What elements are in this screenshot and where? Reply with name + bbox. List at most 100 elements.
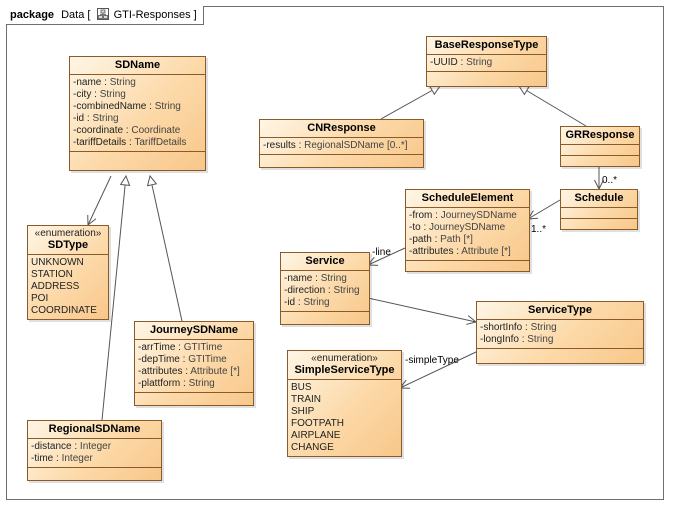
attribute-name: -time xyxy=(31,453,54,464)
multiplicity-schedules: 0..* xyxy=(602,175,618,186)
class-name: BaseResponseType xyxy=(434,39,539,51)
attribute-row: -arrTime : GTITime xyxy=(138,342,223,353)
attribute-compartment: -arrTime : GTITime-depTime : GTITime-att… xyxy=(135,340,253,393)
class-sdname[interactable]: SDName -name : String-city : String-comb… xyxy=(69,56,206,171)
class-service[interactable]: Service -name : String-direction : Strin… xyxy=(280,252,370,325)
attribute-row: -time : Integer xyxy=(31,453,93,464)
generalization-cn-base xyxy=(380,85,441,120)
association-service-servicetype xyxy=(367,297,477,323)
role-line: -line xyxy=(372,247,391,258)
operation-compartment xyxy=(561,156,639,166)
attribute-row: -from : JourneySDName xyxy=(409,210,517,221)
attribute-type: String xyxy=(303,297,330,308)
attribute-row: -to : JourneySDName xyxy=(409,222,506,233)
generalization-arrow xyxy=(429,85,441,96)
attribute-name: -combinedName xyxy=(73,101,147,112)
attribute-row: -attributes : Attribute [*] xyxy=(138,366,240,377)
class-name: CNResponse xyxy=(307,122,376,134)
attribute-row: -city : String xyxy=(73,89,126,100)
operation-compartment xyxy=(477,349,643,363)
diagram-icon xyxy=(96,8,109,20)
association-sdname-sdtype xyxy=(87,175,112,226)
attribute-compartment: -distance : Integer-time : Integer xyxy=(28,439,161,468)
attribute-type: Attribute [*] xyxy=(461,246,511,257)
attribute-type: RegionalSDName [0..*] xyxy=(304,140,408,151)
attribute-name: -id xyxy=(73,113,85,124)
class-name: SDName xyxy=(114,59,161,71)
attribute-row: -longInfo : String xyxy=(480,334,554,345)
class-name: JourneySDName xyxy=(149,324,239,336)
operation-compartment xyxy=(135,393,253,405)
package-end: ] xyxy=(193,9,197,21)
attribute-row: -id : String xyxy=(73,113,119,124)
attribute-type: String xyxy=(154,101,181,112)
attribute-type: String xyxy=(333,285,360,296)
attribute-name: -shortInfo xyxy=(480,322,523,333)
attribute-row: -tariffDetails : TariffDetails xyxy=(73,137,187,148)
class-baseresponsetype[interactable]: BaseResponseType -UUID : String xyxy=(426,36,547,87)
class-name: ScheduleElement xyxy=(421,192,514,204)
class-schedule[interactable]: Schedule xyxy=(560,189,638,230)
attribute-compartment: -results : RegionalSDName [0..*] xyxy=(260,138,423,155)
attribute-type: String xyxy=(530,322,557,333)
enum-literal: TRAIN xyxy=(291,394,321,405)
attribute-type: Coordinate xyxy=(131,125,181,136)
attribute-row: -attributes : Attribute [*] xyxy=(409,246,511,257)
class-scheduleelement[interactable]: ScheduleElement -from : JourneySDName-to… xyxy=(405,189,530,272)
attribute-row: -coordinate : Coordinate xyxy=(73,125,181,136)
attribute-name: -path xyxy=(409,234,432,245)
stereotype: «enumeration» xyxy=(311,353,378,364)
attribute-name: -longInfo xyxy=(480,334,519,345)
enum-literal: BUS xyxy=(291,382,312,393)
package-path: Data [ xyxy=(61,9,91,21)
generalization-arrow xyxy=(518,85,530,96)
attribute-name: -distance xyxy=(31,441,72,452)
attribute-type: String xyxy=(466,57,493,68)
attribute-compartment: -name : String-city : String-combinedNam… xyxy=(70,75,205,152)
attribute-name: -arrTime xyxy=(138,342,176,353)
class-name: Schedule xyxy=(574,192,624,204)
attribute-name: -direction xyxy=(284,285,326,296)
operation-compartment xyxy=(561,219,637,229)
class-journeysdname[interactable]: JourneySDName -arrTime : GTITime-depTime… xyxy=(134,321,254,406)
attribute-type: Integer xyxy=(61,453,93,464)
stereotype: «enumeration» xyxy=(34,228,102,239)
attribute-type: String xyxy=(99,89,126,100)
attribute-row: -plattform : String xyxy=(138,378,215,389)
attribute-row: -name : String xyxy=(284,273,347,284)
attribute-row: -depTime : GTITime xyxy=(138,354,227,365)
attribute-name: -UUID xyxy=(430,57,458,68)
attribute-name: -results xyxy=(263,140,296,151)
attribute-type: GTITime xyxy=(188,354,227,365)
class-name: SimpleServiceType xyxy=(294,364,395,376)
generalization-gr-base xyxy=(518,85,587,127)
attribute-name: -to xyxy=(409,222,421,233)
multiplicity-elements: 1..* xyxy=(531,224,547,235)
generalization-regional-sdname xyxy=(101,175,127,421)
operation-compartment xyxy=(260,155,423,167)
attribute-name: -coordinate xyxy=(73,125,124,136)
generalization-journey-sdname xyxy=(149,175,183,322)
attribute-type: String xyxy=(320,273,347,284)
package-keyword: package xyxy=(10,9,55,21)
class-name: RegionalSDName xyxy=(48,423,141,435)
package-tab: package Data [ GTI-Responses ] xyxy=(6,6,204,25)
attribute-type: GTITime xyxy=(183,342,223,353)
class-grresponse[interactable]: GRResponse xyxy=(560,126,640,167)
enum-literal: STATION xyxy=(31,269,73,280)
class-name: SDType xyxy=(47,239,89,251)
class-regionalsdname[interactable]: RegionalSDName -distance : Integer-time … xyxy=(27,420,162,481)
class-servicetype[interactable]: ServiceType -shortInfo : String-longInfo… xyxy=(476,301,644,364)
attribute-type: Integer xyxy=(79,441,112,452)
attribute-row: -combinedName : String xyxy=(73,101,181,112)
operation-compartment xyxy=(70,152,205,170)
attribute-name: -tariffDetails xyxy=(73,137,127,148)
class-cnresponse[interactable]: CNResponse -results : RegionalSDName [0.… xyxy=(259,119,424,168)
attribute-row: -shortInfo : String xyxy=(480,322,557,333)
attribute-compartment xyxy=(561,208,637,219)
enum-literal: ADDRESS xyxy=(31,281,80,292)
attribute-name: -from xyxy=(409,210,433,221)
enum-literal: SHIP xyxy=(291,406,315,417)
